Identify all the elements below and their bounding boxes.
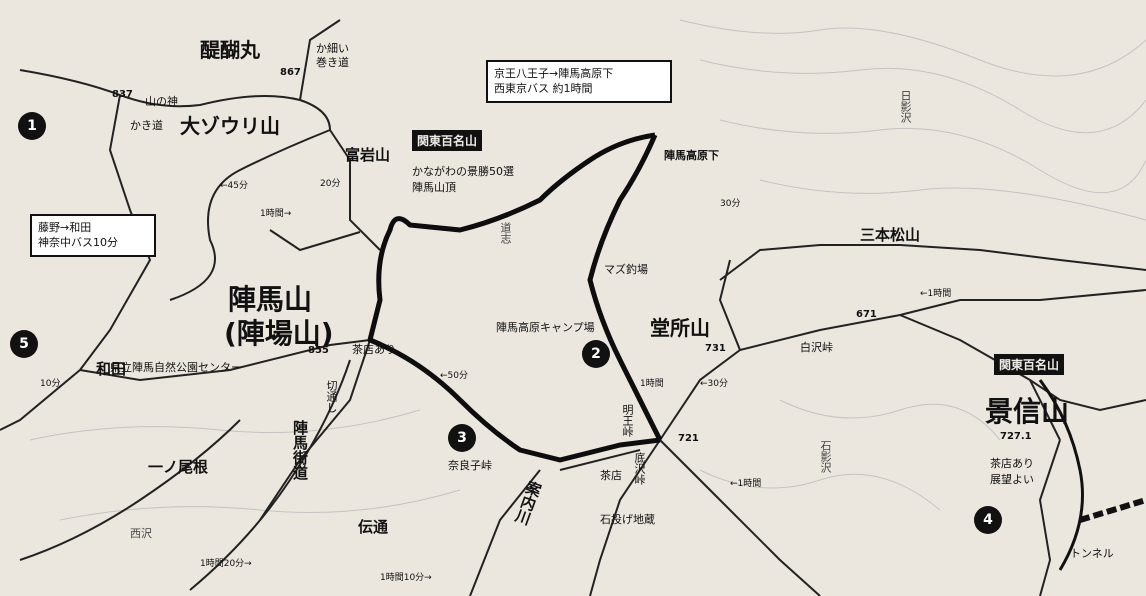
ozouri-san-label: 大ゾウリ山	[180, 114, 280, 138]
chaya-label: 茶店	[600, 469, 622, 482]
park-center-label: 県立陣馬自然公園センター	[110, 361, 242, 374]
hiyoshi-label: 日影沢	[899, 90, 912, 123]
tunnel-label: トンネル	[1070, 547, 1114, 560]
masu-tsuriba-label: マズ釣場	[604, 263, 648, 276]
dotokoro-yama-label: 堂所山	[650, 316, 710, 340]
kanagawa-label: かながわの景勝50選	[412, 165, 514, 178]
shirasawa-label: 白沢峠	[800, 341, 833, 354]
jinba-kogen-shita-label: 陣馬高原下	[664, 149, 719, 162]
kagiri-makimichi-label: か細い巻き道	[316, 42, 349, 70]
myoo-elevation: 721	[678, 433, 699, 444]
kirigiri-label: 切通し	[325, 380, 338, 413]
jinba-sanjo-label: 陣馬山頂	[412, 181, 456, 194]
ishinage-jizo-label: 石投げ地蔵	[600, 513, 655, 526]
sokoawa-toge-label: 底沢峠	[633, 452, 646, 485]
nishizawa-label: 西沢	[130, 527, 152, 540]
bus-info-left: 藤野→和田 神奈中バス10分	[30, 214, 156, 257]
time-2: 1時間→	[260, 209, 292, 219]
ichinoobane-label: 一ノ尾根	[148, 458, 209, 476]
time-4: 10分	[40, 379, 61, 389]
marker-4: 4	[974, 506, 1002, 534]
time-10: ←50分	[440, 371, 468, 381]
jinba-elevation: 855	[308, 345, 329, 356]
myoo-toge-label: 明王峠	[621, 404, 634, 437]
time-6: ←30分	[700, 379, 728, 389]
jinba-kaido-label: 陣馬街道	[291, 420, 309, 480]
sanbon-elevation: 671	[856, 309, 877, 320]
kagenobu-elevation: 727.1	[1000, 431, 1032, 442]
ozouri-elevation: 837	[112, 89, 133, 100]
bus-left-line1: 藤野→和田	[38, 221, 92, 234]
kagenobu-chaya-label: 茶店あり	[990, 457, 1034, 470]
doshi-label: 道志	[499, 222, 512, 244]
nara-toge-label: 奈良子峠	[448, 459, 492, 472]
daigomaru-label: 醍醐丸	[200, 38, 260, 62]
bus-top-line1: 京王八王子→陣馬高原下	[494, 67, 614, 80]
time-7: 1時間10分→	[380, 573, 432, 583]
time-8: ←1時間	[730, 479, 762, 489]
time-3: ←1時間	[920, 289, 952, 299]
ishikagezawa-label: 石影沢	[819, 440, 832, 473]
bus-top-line2: 西東京バス 約1時間	[494, 82, 593, 96]
time-5: 20分	[320, 179, 341, 189]
time-1: ←45分	[220, 181, 248, 191]
denzu-label: 伝通	[358, 518, 389, 536]
time-11: 1時間	[640, 379, 664, 389]
chaten-ari-label: 茶店あり	[352, 343, 396, 356]
daigomaru-elevation: 867	[280, 67, 301, 78]
jinba-san-label: 陣馬山	[228, 283, 313, 316]
marker-1: 1	[18, 112, 46, 140]
marker-2: 2	[582, 340, 610, 368]
kaki-michi-label: かき道	[130, 119, 163, 132]
wada-label: 和田	[96, 360, 127, 378]
jinba-san-alt-label: (陣場山)	[224, 317, 334, 350]
time-12: 30分	[720, 199, 741, 209]
kagenobu-yama-label: 景信山	[985, 395, 1070, 428]
kanagawa50-tag: 関東百名山	[412, 130, 483, 151]
bus-info-top: 京王八王子→陣馬高原下 西東京バス 約1時間	[486, 60, 672, 103]
bus-left-line2: 神奈中バス10分	[38, 236, 118, 250]
jinba-camp-label: 陣馬高原キャンプ場	[496, 321, 595, 334]
marker-3: 3	[448, 424, 476, 452]
sanbonmatsu-yama-label: 三本松山	[860, 226, 921, 244]
kagenobu-note-label: 展望よい	[990, 473, 1034, 486]
dotokoro-elevation: 731	[705, 343, 726, 354]
marker-5: 5	[10, 330, 38, 358]
kagenobu-tag: 関東百名山	[994, 354, 1065, 375]
tomiiwa-san-label: 富岩山	[345, 146, 391, 164]
yamanokami-label: 山の神	[145, 95, 178, 108]
time-9: 1時間20分→	[200, 559, 252, 569]
